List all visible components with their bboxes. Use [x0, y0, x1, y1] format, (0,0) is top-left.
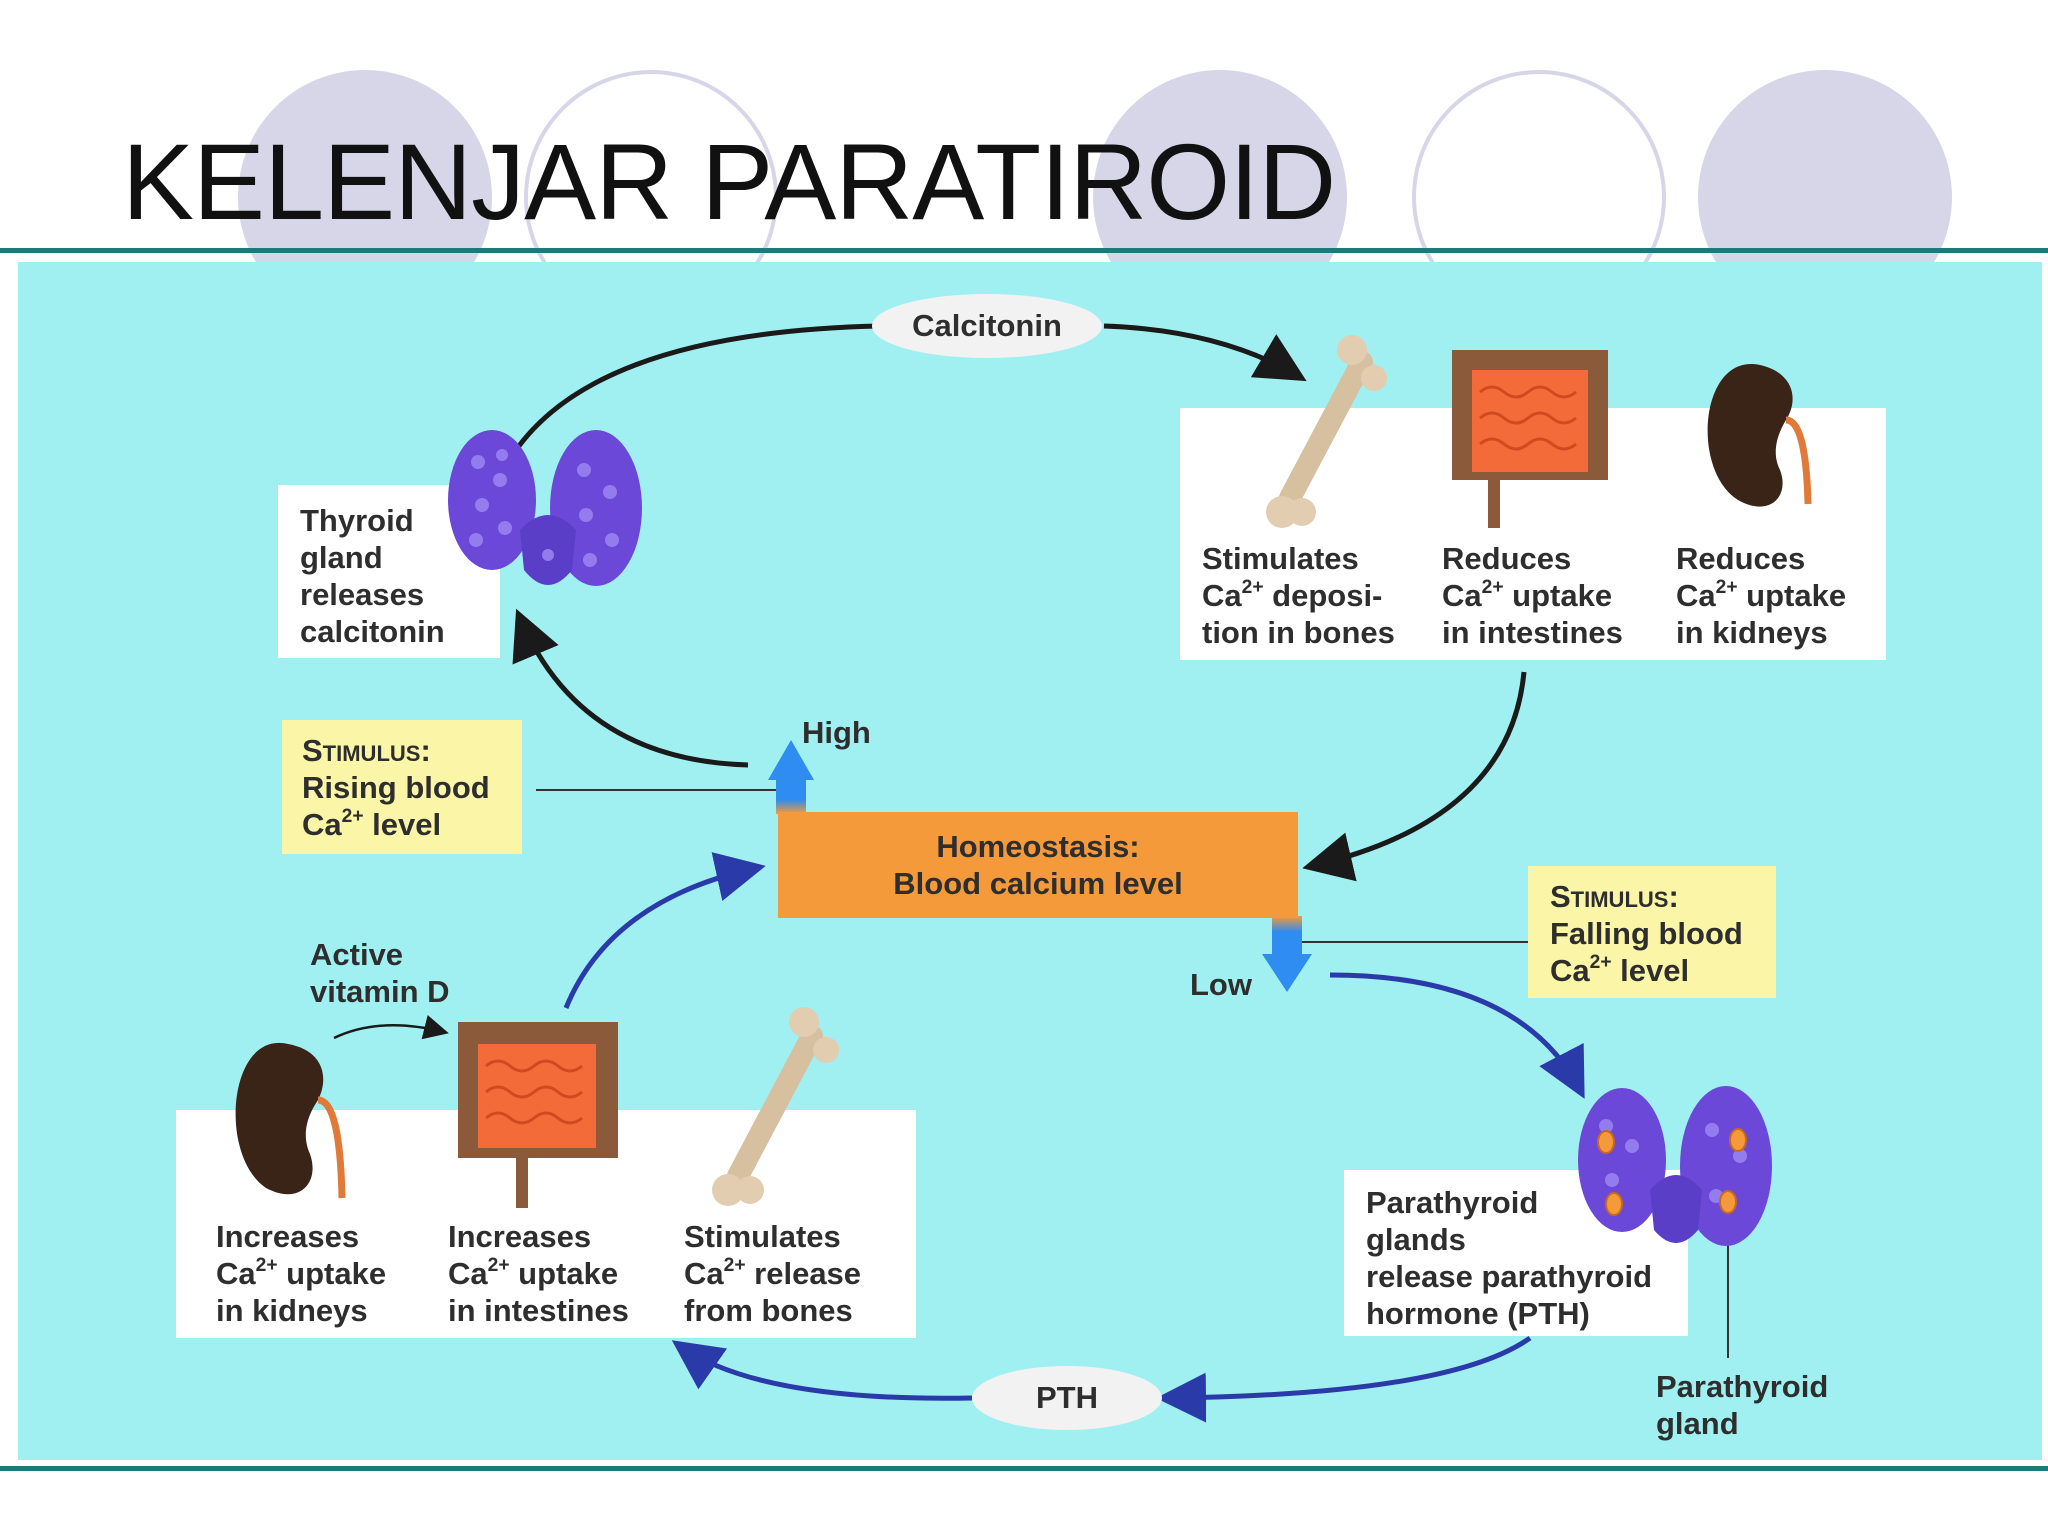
- top-divider: [0, 248, 2048, 253]
- effect-bone-deposition: Stimulates Ca2+ deposi- tion in bones: [1202, 541, 1395, 650]
- kidney-icon: [1707, 364, 1812, 507]
- thyroid-icon: [448, 430, 642, 586]
- bone-icon: [1266, 335, 1387, 528]
- arrow-vitamin-d: [333, 1015, 449, 1040]
- effect-intestine-reduce: Reduces Ca2+ uptake in intestines: [1442, 541, 1623, 650]
- bone-icon: [712, 1007, 839, 1206]
- high-label: High: [802, 715, 871, 750]
- high-arrow: [768, 740, 814, 814]
- homeostasis-title: Homeostasis:: [936, 829, 1140, 864]
- parathyroid-gland-label: Parathyroid gland: [1656, 1369, 1829, 1441]
- low-label: Low: [1190, 967, 1252, 1002]
- arrow-parathyroid-to-pth: [1156, 1335, 1532, 1423]
- parathyroid-text: Parathyroid glands release parathyroid h…: [1366, 1185, 1653, 1331]
- homeostasis-subtitle: Blood calcium level: [893, 866, 1183, 901]
- arrow-effects-to-homeostasis: [1302, 671, 1527, 882]
- stimulus-low-text: Stimulus: Falling blood Ca2+ level: [1550, 879, 1743, 988]
- homeostasis-box: Homeostasis: Blood calcium level: [778, 812, 1298, 918]
- parathyroid-icon: [1578, 1086, 1772, 1246]
- arrow-thyroid-to-calcitonin: [513, 323, 881, 452]
- arrow-low-to-parathyroid: [1329, 972, 1585, 1099]
- pth-label: PTH: [972, 1366, 1162, 1430]
- effect-kidney-reduce: Reduces Ca2+ uptake in kidneys: [1676, 541, 1847, 650]
- low-arrow: [1262, 916, 1312, 992]
- arrow-calcitonin-to-bone: [1103, 323, 1307, 382]
- arrow-intestine-to-homeostasis: [563, 852, 766, 1009]
- effect-intestine-increase: Increases Ca2+ uptake in intestines: [448, 1219, 629, 1328]
- kidney-icon: [235, 1042, 346, 1199]
- effect-bone-release: Stimulates Ca2+ release from bones: [684, 1219, 862, 1328]
- slide-title: KELENJAR PARATIROID: [122, 121, 1336, 242]
- thyroid-text: Thyroid gland releases calcitonin: [300, 503, 445, 649]
- arrow-high-to-thyroid: [512, 608, 749, 768]
- effect-kidney-increase: Increases Ca2+ uptake in kidneys: [216, 1219, 387, 1328]
- calcitonin-label: Calcitonin: [872, 294, 1102, 358]
- arrow-pth-to-effects: [671, 1340, 973, 1401]
- bottom-divider: [0, 1466, 2048, 1471]
- stimulus-low-box: [1528, 866, 1776, 998]
- active-vitamin-d-label: Active vitamin D: [310, 937, 450, 1009]
- stimulus-high-box: [282, 720, 522, 854]
- stimulus-high-text: Stimulus: Rising blood Ca2+ level: [302, 733, 490, 842]
- intestine-icon: [458, 1022, 618, 1208]
- intestine-icon: [1452, 350, 1608, 528]
